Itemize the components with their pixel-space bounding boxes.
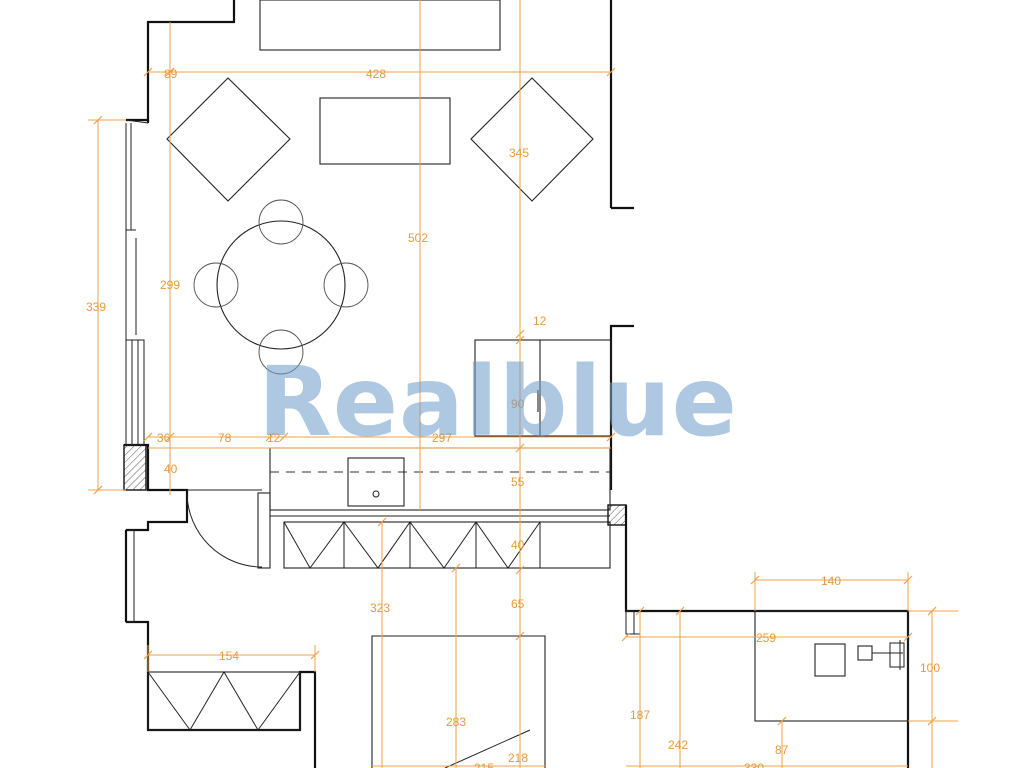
kitchen-sink bbox=[347, 457, 405, 507]
desk bbox=[754, 610, 909, 722]
dim-345: 345 bbox=[509, 146, 529, 160]
dining-table bbox=[216, 220, 346, 350]
dim-36: 36 bbox=[157, 431, 171, 445]
dim-428: 428 bbox=[366, 67, 386, 81]
dining-chair-top bbox=[258, 199, 304, 245]
dim-297: 297 bbox=[432, 431, 452, 445]
dim-90: 90 bbox=[511, 397, 525, 411]
windows bbox=[124, 123, 145, 623]
dimension-labels: 89 428 345 502 299 339 12 90 36 78 12 29… bbox=[86, 67, 940, 768]
dim-339: 339 bbox=[86, 300, 106, 314]
coffee-table bbox=[319, 97, 451, 165]
dim-215: 215 bbox=[474, 761, 494, 768]
armchair-right bbox=[470, 77, 594, 202]
armchair-left bbox=[166, 77, 291, 202]
dim-299: 299 bbox=[160, 278, 180, 292]
base-cabinets bbox=[283, 521, 611, 569]
dim-242: 242 bbox=[668, 738, 688, 752]
dim-65: 65 bbox=[511, 597, 525, 611]
dim-218: 218 bbox=[508, 751, 528, 765]
dimension-lines bbox=[88, 0, 958, 768]
dim-283: 283 bbox=[446, 715, 466, 729]
dim-12-left: 12 bbox=[267, 431, 281, 445]
dim-78: 78 bbox=[218, 431, 232, 445]
wall-cabinet bbox=[474, 339, 612, 437]
dim-140: 140 bbox=[821, 574, 841, 588]
dining-chair-left bbox=[193, 262, 239, 308]
dim-100: 100 bbox=[920, 661, 940, 675]
dim-89: 89 bbox=[164, 67, 178, 81]
tv-unit bbox=[259, 0, 501, 51]
dim-154: 154 bbox=[219, 649, 239, 663]
bench bbox=[147, 671, 301, 731]
bed bbox=[371, 635, 546, 768]
entry-door bbox=[186, 489, 263, 568]
dim-187: 187 bbox=[630, 708, 650, 722]
dim-40-mid: 40 bbox=[511, 538, 525, 552]
dim-330: 330 bbox=[744, 761, 764, 768]
furniture bbox=[147, 0, 909, 768]
dim-323: 323 bbox=[370, 601, 390, 615]
watermark: Realblue bbox=[258, 346, 738, 458]
dim-55: 55 bbox=[511, 475, 525, 489]
dim-259: 259 bbox=[756, 631, 776, 645]
dining-chair-right bbox=[323, 262, 369, 308]
desk-monitor bbox=[814, 643, 846, 677]
dim-40-left: 40 bbox=[164, 462, 178, 476]
dining-chair-bottom bbox=[258, 329, 304, 375]
dim-502: 502 bbox=[408, 231, 428, 245]
dim-12-top: 12 bbox=[533, 314, 547, 328]
dim-87: 87 bbox=[775, 743, 789, 757]
